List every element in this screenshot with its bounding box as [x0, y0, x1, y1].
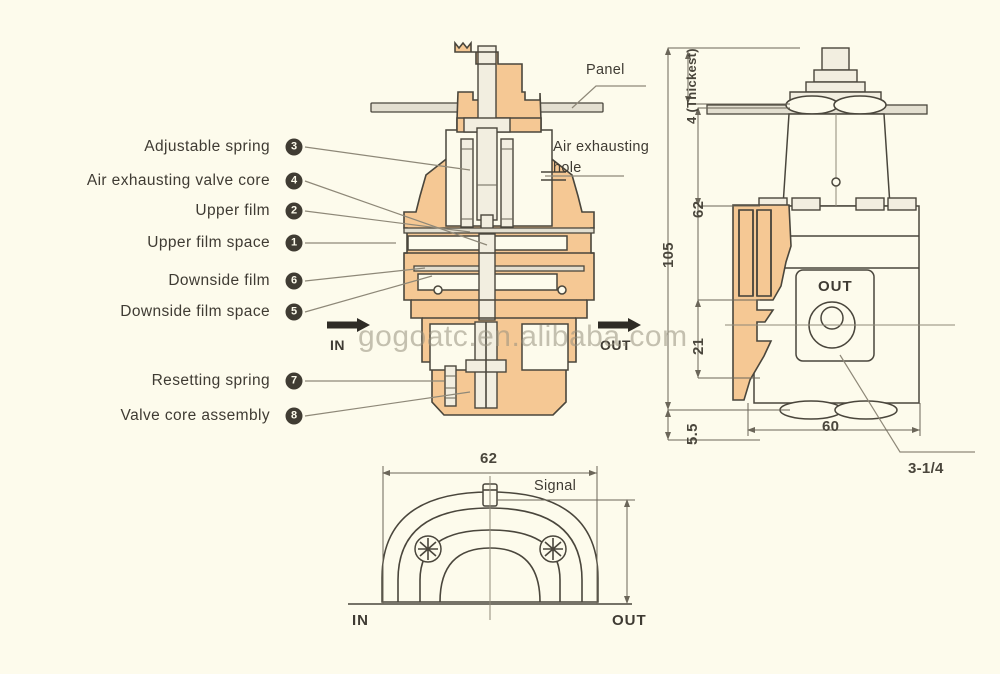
side-base-flange-right [834, 400, 898, 420]
air-exhausting-hole-annotation-line2: hole [553, 160, 582, 176]
callout-bullet-2: 2 [285, 202, 303, 220]
callout-leader-2 [304, 210, 471, 233]
in-flow-label: IN [330, 337, 345, 353]
callout-bullet-4: 4 [285, 172, 303, 190]
thread-note-leader [839, 354, 975, 453]
panel-leader [571, 85, 646, 109]
downside-film-space-right [488, 273, 558, 291]
callout-leaders [304, 146, 488, 417]
dim-body-height-text: 62 [690, 200, 707, 218]
dim-base-height-text: 5.5 [684, 423, 701, 445]
bottom-out-label: OUT [612, 612, 647, 629]
callout-label-8: Valve core assembly [120, 407, 270, 424]
right-side-elevation-view [706, 47, 975, 453]
callout-label-3: Adjustable spring [144, 138, 270, 155]
callout-bullet-5: 5 [285, 303, 303, 321]
callout-bullet-1: 1 [285, 234, 303, 252]
air-exhausting-hole-port [541, 171, 566, 181]
outlet-chamber-right [521, 323, 569, 371]
dim-panel-thickness-text: 4 (Thickest) [684, 48, 699, 124]
callout-bullet-8: 8 [285, 407, 303, 425]
bottom-plan-view [348, 466, 635, 620]
air-exhausting-hole-annotation-line1: Air exhausting [553, 139, 650, 155]
bottom-in-label: IN [352, 612, 369, 629]
dim-port-height-text: 21 [690, 337, 707, 355]
resetting-spring [444, 365, 457, 407]
panel-annotation: Panel [586, 62, 625, 78]
callout-bullet-7: 7 [285, 372, 303, 390]
callout-label-7: Resetting spring [151, 372, 270, 389]
callout-bullet-6: 6 [285, 272, 303, 290]
callout-leader-5 [304, 275, 433, 313]
callout-label-4: Air exhausting valve core [86, 172, 270, 189]
bottom-width-dim-text: 62 [480, 450, 498, 467]
callout-leader-4 [304, 180, 488, 246]
upper-film [403, 227, 595, 234]
callout-leader-8 [304, 391, 471, 417]
spring-guide-tube [476, 127, 498, 221]
callout-bullet-3: 3 [285, 138, 303, 156]
callout-label-1: Upper film space [147, 234, 270, 251]
diaphragm-stem [478, 233, 496, 321]
callout-label-5: Downside film space [120, 303, 270, 320]
side-knob-flange-left [785, 95, 839, 115]
side-center-mark [831, 177, 841, 187]
side-bracket-slot-a [738, 209, 754, 297]
callout-leader-6 [304, 267, 426, 282]
upper-film-space [407, 235, 483, 251]
adjusting-screw-stem [477, 45, 497, 125]
callout-leader-3 [304, 146, 471, 171]
signal-annotation: Signal [534, 478, 577, 494]
valve-core-assembly [465, 321, 507, 409]
callout-label-6: Downside film [168, 272, 270, 289]
side-bolt-4 [887, 197, 917, 211]
side-knob-flange-right [833, 95, 887, 115]
side-knob-top [821, 47, 850, 71]
side-bolt-2 [791, 197, 821, 211]
watermark-text: gogoatc.en.alibaba.com [358, 320, 688, 353]
out-flow-label: OUT [600, 337, 632, 353]
downside-film [413, 265, 585, 272]
flow-arrows [327, 318, 641, 332]
downside-film-space [417, 273, 487, 291]
center-cross-section-view [370, 40, 646, 416]
callout-label-2: Upper film [195, 202, 270, 219]
dim-overall-height-text: 105 [660, 242, 677, 268]
side-bolt-3 [855, 197, 885, 211]
dim-body-width-text: 60 [822, 418, 840, 435]
adjustable-spring [460, 138, 514, 228]
upper-film-space-right [492, 235, 568, 251]
side-out-port-label: OUT [818, 278, 853, 295]
o-ring-right [557, 285, 567, 295]
dimension-lines-right [665, 47, 921, 441]
o-ring-left [433, 285, 443, 295]
side-out-port-inner [820, 306, 844, 330]
side-bracket-slot-b [756, 209, 772, 297]
thread-note-text: 3-1/4 [908, 460, 944, 477]
